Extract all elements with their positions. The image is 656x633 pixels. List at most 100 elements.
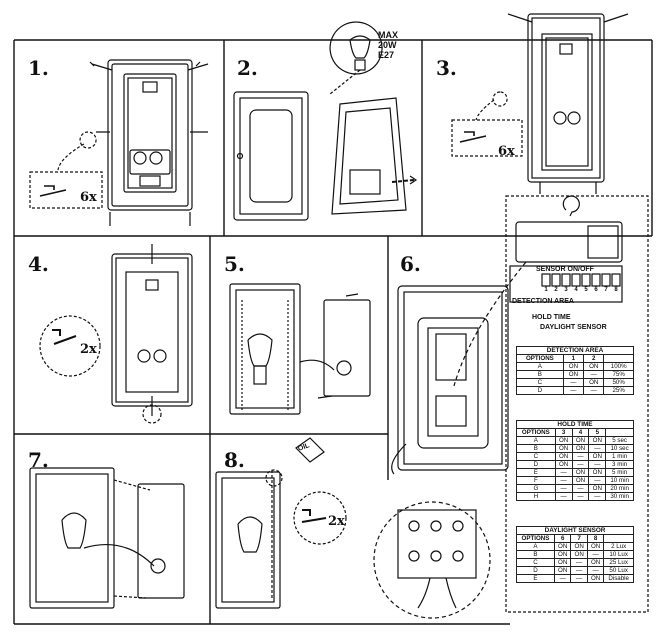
table-cell: A [516,436,556,445]
switch-number: 7 [604,287,608,293]
table-cell: ON [588,436,607,445]
table-cell: ON [586,558,605,567]
step-number-6: 6. [400,252,421,276]
table-header: 5 [588,428,607,437]
table-header [603,534,634,543]
table-cell: 1 min [605,452,634,461]
switch-number: 2 [554,287,558,293]
table-cell: — [570,558,588,567]
table-cell: ON [553,566,572,575]
table-cell: 10 min [605,476,634,485]
table-cell: — [562,378,585,387]
table-cell: — [570,574,588,583]
table-cell: B [516,444,556,453]
table-cell: — [588,476,607,485]
table-cell: C [516,558,555,567]
panel3-housing [451,13,629,194]
step-number-1: 1. [28,56,49,80]
table-cell: 10 sec [605,444,634,453]
table-cell: ON [554,460,573,469]
table-header [605,428,634,437]
table-header: 1 [562,354,585,363]
table-cell: ON [553,542,572,551]
table-title: HOLD TIME [516,420,634,429]
table-row: C — ON 50% [516,378,634,387]
table-cell: ON [586,574,605,583]
table-cell: ON [571,468,590,477]
table-cell: C [516,378,564,387]
table-cell: ON [583,378,605,387]
sensor-hold-time-label: HOLD TIME [532,314,571,321]
table-cell: D [516,566,555,575]
table-cell: B [516,550,555,559]
step-number-4: 4. [28,252,49,276]
table-cell: H [516,492,556,501]
table-row: F—ON—10 min [516,476,634,485]
screw-qty-step4: 2x [80,342,97,357]
table-cell: ON [588,468,607,477]
table-cell: 10 Lux [603,550,634,559]
switch-number: 5 [584,287,588,293]
table-cell: E [516,468,556,477]
switch-number: 4 [574,287,578,293]
step-number-5: 5. [224,252,245,276]
table-row: A ON ON 100% [516,362,634,371]
table-cell: — [570,566,588,575]
table-header: 8 [586,534,605,543]
panel1-housing [29,59,209,226]
table-cell: 25 Lux [603,558,634,567]
table-cell: ON [562,370,585,379]
table-cell: 20 min [605,484,634,493]
table-header: 3 [554,428,573,437]
table-cell: G [516,484,556,493]
table-cell: 25% [603,386,634,395]
table-cell: — [553,574,572,583]
table-cell: A [516,362,564,371]
detection-area-table: DETECTION AREA OPTIONS 1 2 A ON ON 100% … [516,346,634,395]
table-cell: D [516,386,564,395]
switch-number: 6 [594,287,598,293]
table-cell: — [562,386,585,395]
panel6-lamp [373,195,649,619]
table-header: 6 [553,534,572,543]
table-cell: — [588,444,607,453]
panel8-lamp [215,437,347,609]
table-cell: 5 min [605,468,634,477]
table-header: OPTIONS [516,428,556,437]
table-title: DETECTION AREA [516,346,634,355]
table-cell: ON [554,444,573,453]
table-header: 2 [583,354,605,363]
table-cell: — [588,492,607,501]
screw-qty-step8: 2x [328,514,345,529]
table-cell: 75% [603,370,634,379]
table-cell: — [554,484,573,493]
table-cell: — [571,460,590,469]
bulb-spec-socket: E27 [378,50,395,60]
panel2-frame [233,21,418,221]
table-cell: ON [571,436,590,445]
step-number-2: 2. [237,56,258,80]
table-cell: ON [571,476,590,485]
table-cell: ON [570,550,588,559]
table-cell: ON [553,558,572,567]
bulb-spec: MAX 20W E27 [378,30,398,60]
table-row: H———30 min [516,492,634,501]
table-cell: A [516,542,555,551]
table-header: OPTIONS [516,354,564,363]
table-cell: — [571,452,590,461]
table-cell: ON [586,542,605,551]
sensor-switch-numbers: 1 2 3 4 5 6 7 8 [541,287,625,293]
table-cell: 100% [603,362,634,371]
table-header: OPTIONS [516,534,555,543]
panel4-housing [39,244,193,424]
table-cell: ON [588,452,607,461]
table-cell: — [583,386,605,395]
sensor-detection-area-label: DETECTION AREA [512,298,574,305]
table-cell: ON [588,484,607,493]
switch-number: 3 [564,287,568,293]
table-cell: — [586,550,605,559]
table-cell: — [554,468,573,477]
